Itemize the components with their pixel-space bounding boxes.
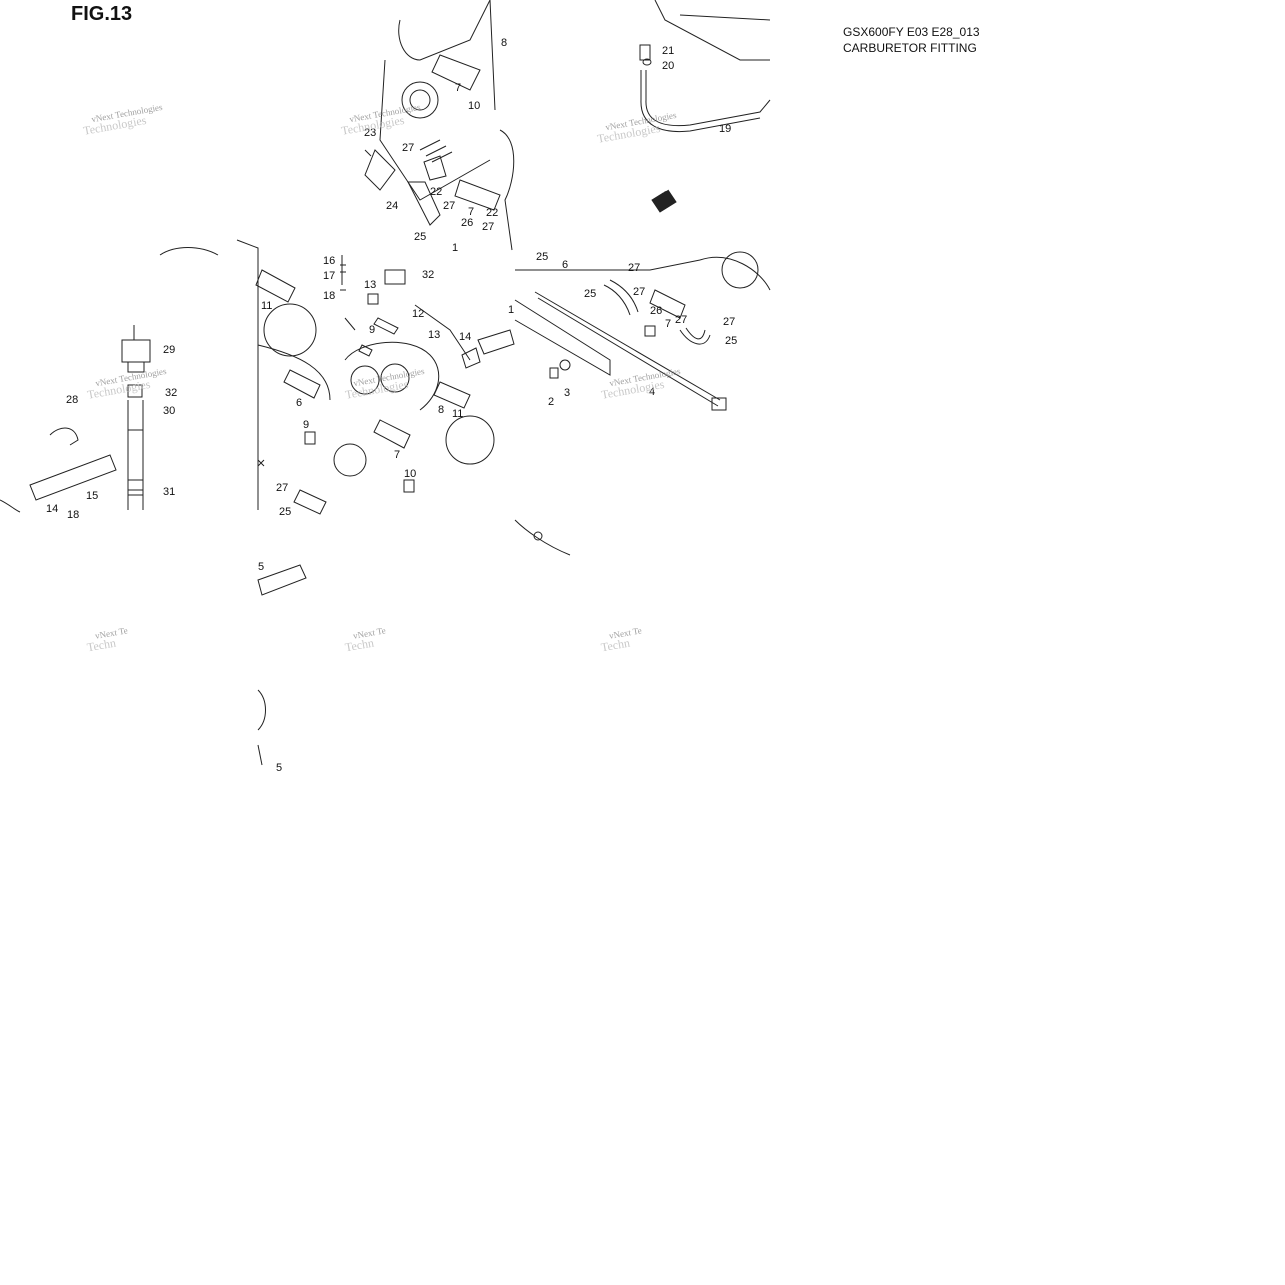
callout-number: 14 bbox=[46, 503, 59, 515]
callout-number: 25 bbox=[536, 251, 549, 263]
callout-number: 26 bbox=[461, 217, 474, 229]
callout-number: 6 bbox=[296, 397, 303, 409]
callout-number: 27 bbox=[443, 200, 456, 212]
callout-number: 27 bbox=[628, 262, 641, 274]
stud-and-hoses bbox=[514, 251, 771, 556]
callout-number: 6 bbox=[562, 259, 569, 271]
callout-number: 27 bbox=[723, 316, 736, 328]
callout-number: 11 bbox=[261, 300, 273, 312]
callout-number: 7 bbox=[468, 206, 475, 218]
callout-number: 10 bbox=[468, 100, 481, 112]
callout-number: 32 bbox=[422, 269, 435, 281]
callout-number: 19 bbox=[719, 123, 732, 135]
rail-and-hose bbox=[639, 0, 771, 213]
callout-number: 25 bbox=[725, 335, 738, 347]
callout-number: 25 bbox=[414, 231, 427, 243]
fuel-filter-assembly bbox=[0, 247, 307, 766]
callout-number: 32 bbox=[165, 387, 178, 399]
callout-number: 15 bbox=[86, 490, 99, 502]
callout-number: 25 bbox=[279, 506, 292, 518]
callout-number: 1 bbox=[452, 242, 459, 254]
callout-number: 18 bbox=[67, 509, 80, 521]
callout-number: 13 bbox=[364, 279, 377, 291]
callout-number: 18 bbox=[323, 290, 336, 302]
callout-number: 29 bbox=[163, 344, 176, 356]
callout-number: 8 bbox=[438, 404, 445, 416]
carburetor-body-top bbox=[364, 0, 515, 251]
callout-number: 20 bbox=[662, 60, 675, 72]
carburetor-body-center bbox=[236, 239, 515, 515]
callout-number: 11 bbox=[452, 408, 464, 420]
callout-number: 27 bbox=[402, 142, 415, 154]
callout-number: 4 bbox=[649, 386, 656, 398]
callout-number: 13 bbox=[428, 329, 441, 341]
callout-number: 27 bbox=[633, 286, 646, 298]
figure-title: FIG.13 bbox=[71, 3, 133, 25]
callout-number: 3 bbox=[564, 387, 571, 399]
callout-number: 21 bbox=[662, 45, 675, 57]
callout-number: 9 bbox=[303, 419, 310, 431]
model-code: GSX600FY E03 E28_013 bbox=[843, 25, 980, 39]
callout-number: 27 bbox=[276, 482, 289, 494]
callout-number: 16 bbox=[323, 255, 336, 267]
callout-number: 25 bbox=[584, 288, 597, 300]
callout-number: 5 bbox=[258, 561, 265, 573]
callout-number: 17 bbox=[323, 270, 336, 282]
callout-number: 22 bbox=[486, 207, 499, 219]
callout-number: 24 bbox=[386, 200, 399, 212]
callout-number: 9 bbox=[369, 324, 376, 336]
callout-number: 10 bbox=[404, 468, 417, 480]
callout-number: 27 bbox=[482, 221, 495, 233]
callout-number: 22 bbox=[430, 186, 443, 198]
callout-number: 30 bbox=[163, 405, 176, 417]
callout-number: 7 bbox=[394, 449, 401, 461]
callout-number: 8 bbox=[501, 37, 508, 49]
callout-number: 27 bbox=[675, 314, 688, 326]
callout-number: 7 bbox=[455, 82, 462, 94]
callout-number: 1 bbox=[508, 304, 515, 316]
diagram-name: CARBURETOR FITTING bbox=[843, 41, 977, 55]
callout-number: 23 bbox=[364, 127, 377, 139]
callout-number: 2 bbox=[548, 396, 555, 408]
callout-number: 28 bbox=[66, 394, 79, 406]
callout-number: 14 bbox=[459, 331, 472, 343]
callout-number: 7 bbox=[665, 318, 672, 330]
callout-number: 5 bbox=[276, 762, 283, 774]
callout-number: 12 bbox=[412, 308, 425, 320]
callout-number: 26 bbox=[650, 305, 663, 317]
callout-number: 31 bbox=[163, 486, 176, 498]
